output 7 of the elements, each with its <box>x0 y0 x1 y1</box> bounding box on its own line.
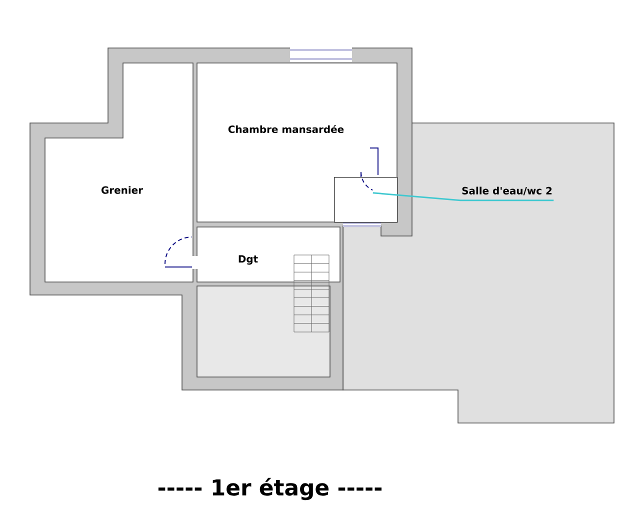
caption: ----- 1er étage ----- <box>158 478 382 500</box>
room-label: Grenier <box>102 186 143 194</box>
leader-line <box>372 192 554 202</box>
room-label: Salle d'eau/wc 2 <box>462 186 552 196</box>
bathroom-area <box>334 177 398 223</box>
room-label: Chambre mansardée <box>228 124 344 134</box>
room-label: Dgt <box>238 255 258 265</box>
